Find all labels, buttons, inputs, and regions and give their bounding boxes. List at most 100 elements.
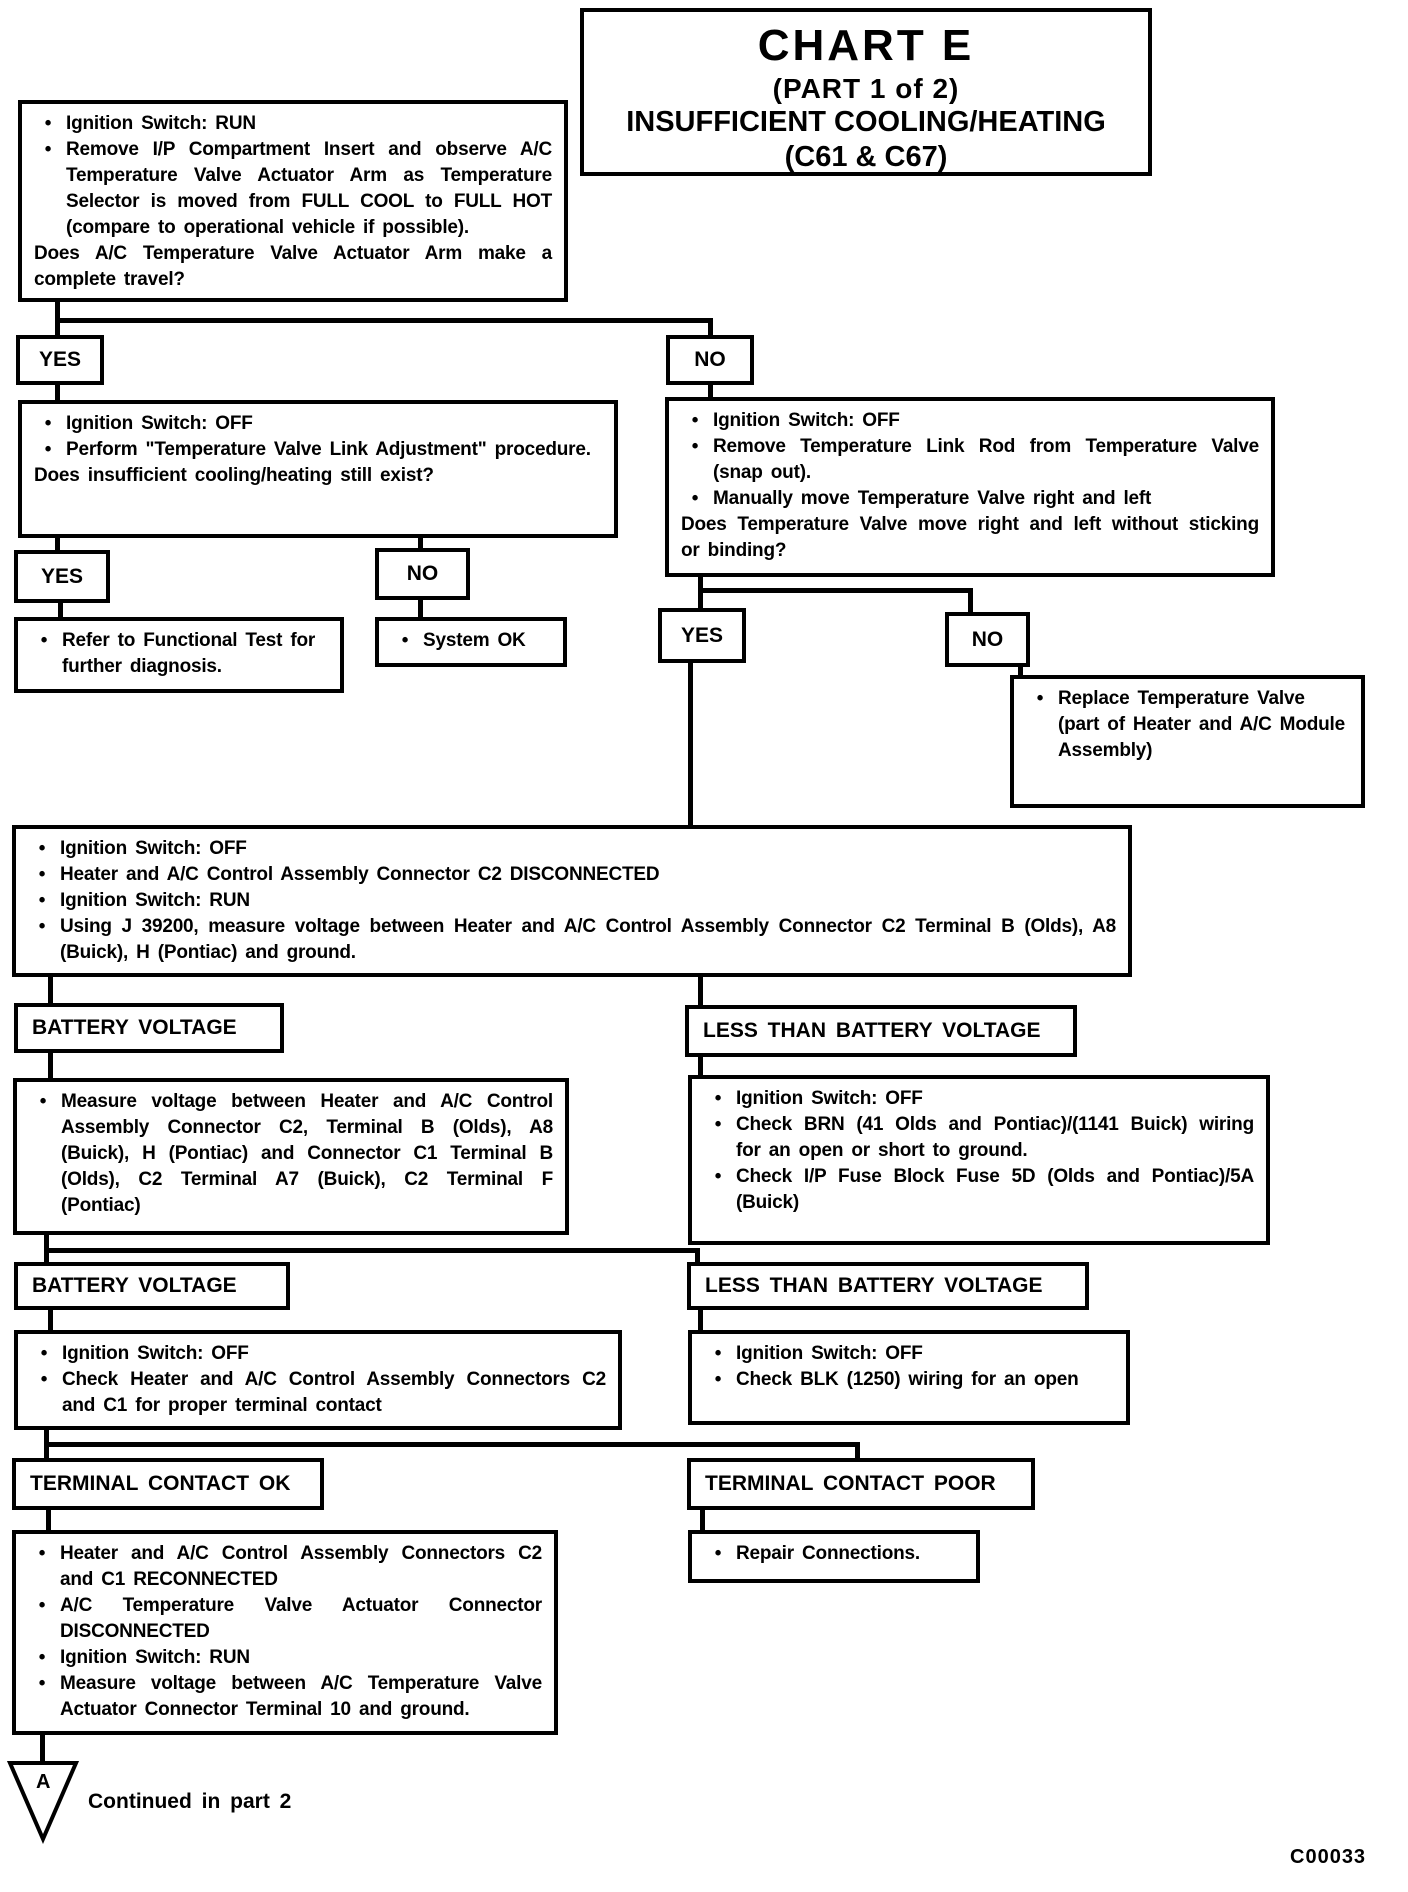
label-yes-2-left: YES [14,550,110,603]
bullet-item: Measure voltage between Heater and A/C C… [25,1089,553,1219]
flow-line [48,1053,53,1078]
bullet-text: Repair Connections. [736,1543,920,1564]
bullet-item: Refer to Functional Test for further dia… [26,628,328,680]
bullet-text: Check I/P Fuse Block Fuse 5D (Olds and P… [736,1166,1254,1213]
label-battery-voltage-2: BATTERY VOLTAGE [14,1262,290,1310]
bullet-text: Measure voltage between A/C Temperature … [60,1673,542,1720]
label-text: TERMINAL CONTACT POOR [705,1472,996,1495]
bullet-text: Refer to Functional Test for further dia… [62,630,316,677]
flow-line [48,1310,53,1330]
box-check-brn: Ignition Switch: OFF Check BRN (41 Olds … [688,1075,1270,1245]
bullet-text: A/C Temperature Valve Actuator Connector… [60,1595,542,1642]
bullet-item: Ignition Switch: RUN [30,111,552,137]
question-text: Does A/C Temperature Valve Actuator Arm … [34,243,552,290]
bullet-item: Remove Temperature Link Rod from Tempera… [677,434,1259,486]
bullet-item: Repair Connections. [700,1541,964,1567]
triangle-shape [6,1761,80,1844]
bullet-text: Replace Temperature Valve (part of Heate… [1058,688,1345,761]
bullet-text: Using J 39200, measure voltage between H… [60,916,1116,963]
flow-line [695,1248,700,1262]
flow-line [698,977,703,1005]
flow-line [698,588,973,593]
box-system-ok: System OK [375,617,567,667]
bullet-item: Perform "Temperature Valve Link Adjustme… [30,437,602,463]
box-repair: Repair Connections. [688,1530,980,1583]
label-text: NO [971,627,1004,651]
bullet-text: Check BLK (1250) wiring for an open [736,1369,1079,1390]
flow-line [418,538,423,548]
flow-line [698,1057,703,1075]
label-text: NO [694,348,726,371]
bullet-text: Remove Temperature Link Rod from Tempera… [713,436,1259,483]
bullet-item: Ignition Switch: OFF [24,836,1116,862]
flow-line [698,1310,703,1330]
chart-title-box: CHART E (PART 1 of 2) INSUFFICIENT COOLI… [580,8,1152,176]
flow-line [46,1510,51,1530]
label-no-1: NO [666,335,754,385]
bullet-item: Check BLK (1250) wiring for an open [700,1367,1114,1393]
box-refer: Refer to Functional Test for further dia… [14,617,344,693]
bullet-item: Ignition Switch: OFF [677,408,1259,434]
flow-line [48,977,53,1003]
bullet-item: Remove I/P Compartment Insert and observ… [30,137,552,241]
label-text: BATTERY VOLTAGE [32,1016,237,1039]
bullet-text: Manually move Temperature Valve right an… [713,488,1152,509]
chart-subject: INSUFFICIENT COOLING/HEATING [626,106,1106,138]
flow-line [968,588,973,612]
bullet-text: Measure voltage between Heater and A/C C… [61,1091,553,1216]
chart-part: (PART 1 of 2) [772,73,960,104]
box-adjust: Ignition Switch: OFF Perform "Temperatur… [18,400,618,538]
bullet-text: Ignition Switch: OFF [713,410,900,431]
bullet-text: Ignition Switch: OFF [62,1343,249,1364]
bullet-text: Heater and A/C Control Assembly Connecto… [60,1543,542,1590]
box-measure-c1: Measure voltage between Heater and A/C C… [13,1078,569,1235]
bullet-item: Ignition Switch: OFF [700,1086,1254,1112]
flow-line [55,385,60,400]
bullet-text: Heater and A/C Control Assembly Connecto… [60,864,660,885]
flow-line [44,1248,700,1253]
label-text: BATTERY VOLTAGE [32,1274,237,1297]
flow-line [418,600,423,617]
box-valve-move: Ignition Switch: OFF Remove Temperature … [665,397,1275,577]
bullet-item: Heater and A/C Control Assembly Connecto… [24,1541,542,1593]
bullet-text: Check Heater and A/C Control Assembly Co… [62,1369,606,1416]
label-less-battery-voltage-1: LESS THAN BATTERY VOLTAGE [685,1005,1077,1057]
bullet-text: Ignition Switch: OFF [736,1088,923,1109]
label-text: LESS THAN BATTERY VOLTAGE [705,1274,1043,1297]
label-yes-2-right: YES [658,608,746,663]
bullet-item: Ignition Switch: RUN [24,1645,542,1671]
bullet-item: Using J 39200, measure voltage between H… [24,914,1116,966]
label-text: YES [40,564,84,588]
question-text: Does Temperature Valve move right and le… [681,514,1259,561]
flow-line [708,385,713,397]
flow-line [55,300,60,335]
flow-line [700,1510,705,1530]
bullet-item: Ignition Switch: RUN [24,888,1116,914]
bullet-item: Check BRN (41 Olds and Pontiac)/(1141 Bu… [700,1112,1254,1164]
label-text: TERMINAL CONTACT OK [30,1472,291,1495]
box-voltage-test: Ignition Switch: OFF Heater and A/C Cont… [12,825,1132,977]
bullet-item: Ignition Switch: OFF [30,411,602,437]
label-yes-1: YES [16,335,104,385]
bullet-item: Check Heater and A/C Control Assembly Co… [26,1367,606,1419]
bullet-item: Heater and A/C Control Assembly Connecto… [24,862,1116,888]
label-terminal-contact-ok: TERMINAL CONTACT OK [12,1458,324,1510]
bullet-item: Check I/P Fuse Block Fuse 5D (Olds and P… [700,1164,1254,1216]
bullet-item: System OK [387,628,551,654]
flow-line [708,318,713,335]
box-actuator-test: Heater and A/C Control Assembly Connecto… [12,1530,558,1735]
bullet-item: Measure voltage between A/C Temperature … [24,1671,542,1723]
bullet-text: Ignition Switch: RUN [66,113,256,134]
box-check-blk: Ignition Switch: OFF Check BLK (1250) wi… [688,1330,1130,1425]
flow-line [55,538,60,550]
connector-letter: A [36,1771,50,1793]
figure-code: C00033 [1290,1846,1367,1868]
bullet-item: Ignition Switch: OFF [700,1341,1114,1367]
flow-line [55,318,713,323]
flow-line [58,603,63,617]
bullet-text: Ignition Switch: OFF [60,838,247,859]
label-terminal-contact-poor: TERMINAL CONTACT POOR [687,1458,1035,1510]
bullet-text: Remove I/P Compartment Insert and observ… [66,139,552,238]
bullet-item: A/C Temperature Valve Actuator Connector… [24,1593,542,1645]
